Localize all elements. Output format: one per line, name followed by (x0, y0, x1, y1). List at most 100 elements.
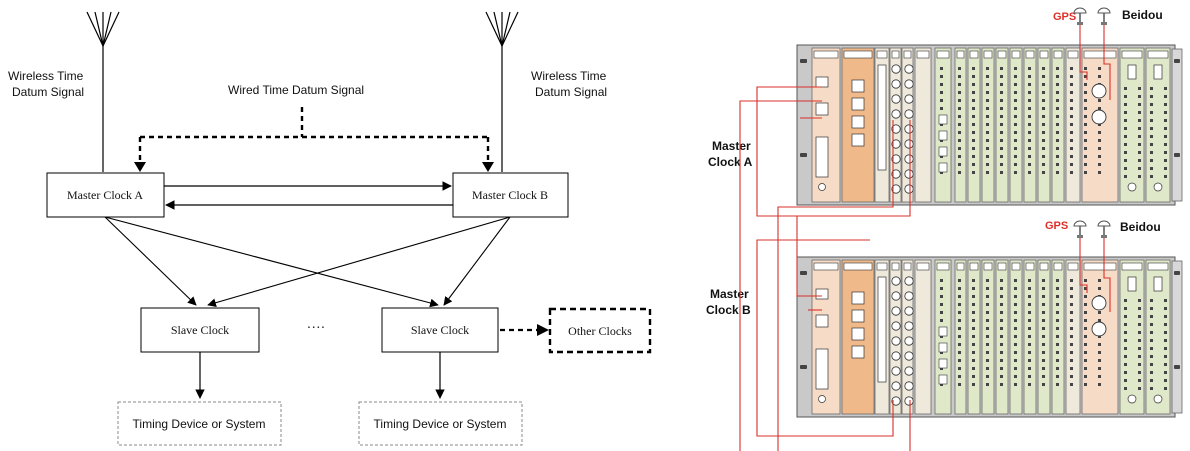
pin (1150, 379, 1153, 382)
pin (1000, 123, 1003, 126)
card-label-plate (876, 262, 888, 271)
bnc-port-icon (891, 124, 901, 134)
pin (1056, 123, 1059, 126)
other-clocks-label: Other Clocks (568, 324, 632, 338)
pin (1042, 287, 1045, 290)
pin (986, 67, 989, 70)
pin (1056, 383, 1059, 386)
master-clock-a-box (46, 172, 165, 218)
pin (958, 327, 961, 330)
pin (1056, 115, 1059, 118)
master-clock-a-label-1: Master (712, 139, 751, 153)
master-clock-a-label-2: Clock A (708, 155, 753, 169)
pin (1138, 299, 1141, 302)
port-icon (815, 102, 829, 116)
slot (877, 64, 887, 171)
card-label-plate (1121, 262, 1143, 271)
pin (958, 107, 961, 110)
pin (1000, 279, 1003, 282)
bnc-port-icon (904, 321, 914, 331)
pin (940, 123, 943, 126)
rj45-port-icon (851, 133, 865, 147)
pin (1138, 95, 1141, 98)
pin (1164, 167, 1167, 170)
master-clock-b-label-1: Master (710, 287, 749, 301)
pin (1124, 307, 1127, 310)
pin (972, 279, 975, 282)
pin (1070, 99, 1073, 102)
pin (1070, 107, 1073, 110)
pin (1014, 351, 1017, 354)
pin (986, 75, 989, 78)
pin (1164, 143, 1167, 146)
pin (1084, 131, 1087, 134)
pin (1070, 83, 1073, 86)
pin (1000, 115, 1003, 118)
pin (1164, 135, 1167, 138)
bnc-port-icon (891, 139, 901, 149)
pin (1042, 295, 1045, 298)
pin (1124, 159, 1127, 162)
card-label-plate (1083, 262, 1117, 271)
pin (1164, 175, 1167, 178)
pin (1028, 123, 1031, 126)
pin (958, 139, 961, 142)
pin (1056, 287, 1059, 290)
pin (1056, 295, 1059, 298)
pin (1028, 99, 1031, 102)
pin (1084, 375, 1087, 378)
card-label-plate (1121, 50, 1143, 59)
pin (972, 171, 975, 174)
pin (1138, 339, 1141, 342)
pin (1138, 387, 1141, 390)
pin (1000, 107, 1003, 110)
master-clock-b-rack (796, 256, 1183, 418)
screw-icon (818, 183, 826, 191)
pin (972, 351, 975, 354)
pin (958, 367, 961, 370)
gps-input-icon (1091, 295, 1107, 311)
pin (1098, 155, 1101, 158)
pin (972, 91, 975, 94)
bnc-port-icon (891, 381, 901, 391)
pin (958, 375, 961, 378)
pin (1084, 335, 1087, 338)
pin (1084, 359, 1087, 362)
rj45-port-icon (938, 326, 948, 337)
bnc-port-icon (891, 291, 901, 301)
pin (1056, 163, 1059, 166)
pin (1056, 147, 1059, 150)
pin (1014, 83, 1017, 86)
slot (877, 276, 887, 383)
bnc-port-icon (904, 306, 914, 316)
pin (1042, 319, 1045, 322)
card-label-plate (1067, 50, 1079, 59)
pin (1042, 155, 1045, 158)
pin (1056, 343, 1059, 346)
pin (986, 139, 989, 142)
pin (958, 163, 961, 166)
pin (1150, 119, 1153, 122)
bnc-port-icon (891, 94, 901, 104)
pin (1000, 139, 1003, 142)
pin (1028, 107, 1031, 110)
pin (940, 335, 943, 338)
screw-icon (1127, 394, 1137, 404)
bnc-port-icon (891, 306, 901, 316)
gps-antenna-icon-top (1073, 7, 1087, 25)
pin (1150, 95, 1153, 98)
pin (986, 107, 989, 110)
pin (1098, 147, 1101, 150)
pin (940, 311, 943, 314)
rack-card (914, 259, 932, 415)
pin (1164, 299, 1167, 302)
gps-antenna-icon-mid (1073, 220, 1087, 238)
pin (986, 335, 989, 338)
pin (1028, 367, 1031, 370)
pin (986, 295, 989, 298)
pin (1138, 87, 1141, 90)
rj45-port-icon (851, 97, 865, 111)
pin (1014, 147, 1017, 150)
wired-signal-connector (138, 107, 490, 164)
card-label-plate (1147, 262, 1169, 271)
